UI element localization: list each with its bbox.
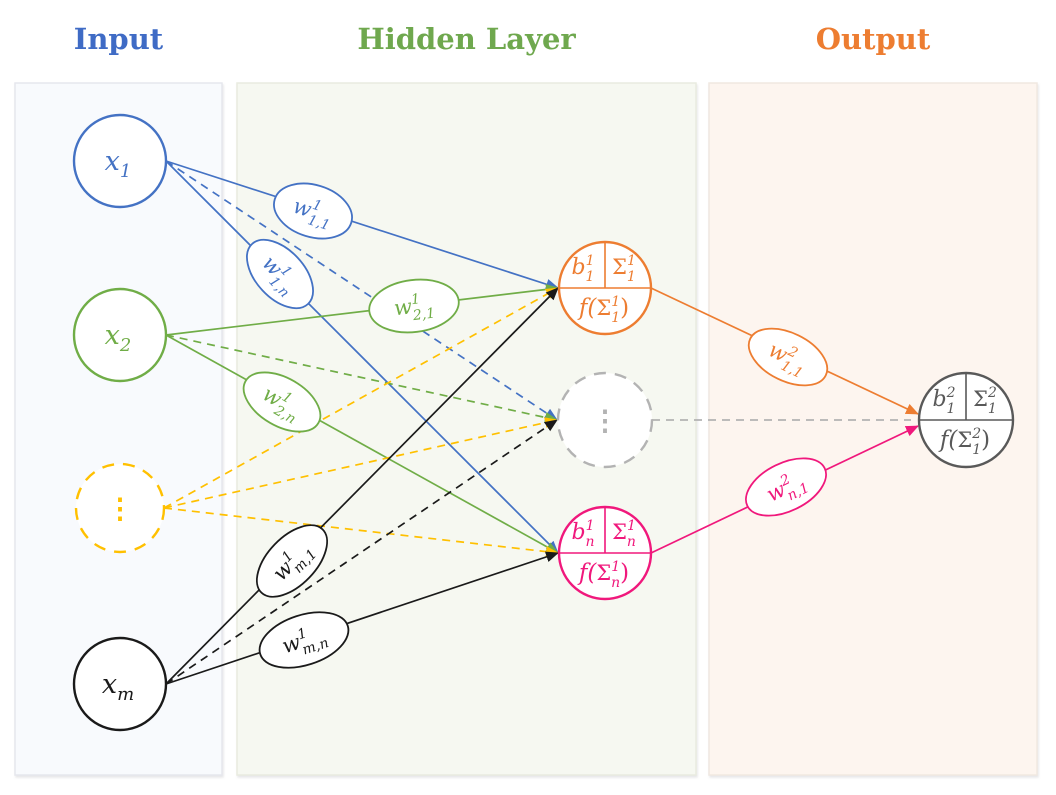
node-hdots: ⋮	[556, 371, 654, 469]
column-header-input: Input	[73, 22, 164, 56]
edge-xm-hdots	[165, 419, 558, 685]
edge-xdots-hdots	[163, 417, 558, 509]
edge-xm-h1	[165, 287, 559, 685]
edge-xdots-h1	[163, 287, 559, 509]
weight-label-w1_m1: w1m,1	[255, 524, 329, 598]
column-header-hidden: Hidden Layer	[357, 22, 576, 56]
edge-xdots-hn	[163, 507, 559, 558]
edge-x1-hn	[165, 160, 559, 554]
weight-label-w2_11: w21,1	[747, 327, 829, 387]
weight-label-w1_1n: w11,n	[246, 238, 314, 310]
edge-x2-hdots	[165, 334, 558, 423]
node-xm: xm	[72, 636, 168, 732]
weight-label-w1_mn: w1m,n	[258, 611, 350, 669]
edge-x2-hn	[165, 334, 559, 554]
svg-text:w1m,1: w1m,1	[266, 535, 320, 589]
edge-x2-h1	[165, 283, 559, 336]
node-x2: x2	[72, 287, 168, 383]
weight-label-w1_2n: w12,n	[242, 371, 322, 433]
weight-label-w2_n1: w2n,1	[745, 457, 827, 517]
node-label-x1: x1	[105, 146, 132, 182]
node-label-xm: xm	[102, 669, 134, 705]
weight-label-w1_21: w12,1	[368, 278, 460, 334]
edge-x1-h1	[165, 160, 559, 290]
column-header-output: Output	[815, 22, 931, 56]
node-x1: x1	[72, 113, 168, 209]
weight-label-w1_11: w11,1	[273, 182, 353, 240]
svg-text:w11,1: w11,1	[289, 192, 337, 234]
node-xdots: ⋮	[74, 462, 166, 554]
node-label-x2: x2	[105, 320, 132, 356]
ellipsis-dots-icon: ⋮	[591, 404, 619, 437]
svg-text:w12,1: w12,1	[392, 290, 436, 327]
ellipsis-dots-icon: ⋮	[106, 492, 134, 525]
edge-xm-hn	[165, 551, 559, 685]
